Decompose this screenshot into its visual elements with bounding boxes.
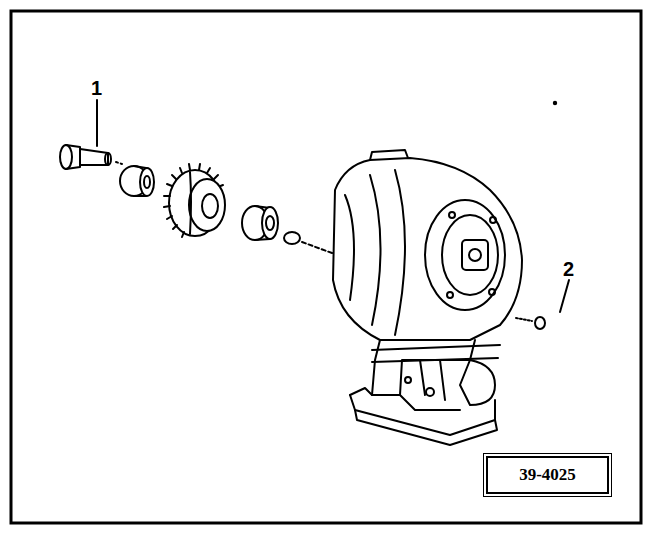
bearing [120, 166, 154, 196]
drawing-number-box: 39-4025 [486, 456, 609, 494]
nut [516, 317, 545, 329]
shaft-pin [60, 145, 122, 169]
bearing [242, 206, 278, 240]
housing [333, 150, 522, 445]
frame [11, 11, 641, 523]
leader-line [560, 280, 569, 312]
drawing-number: 39-4025 [519, 465, 576, 485]
o-ring [284, 232, 300, 244]
callout-number: 1 [91, 78, 102, 98]
callout-number: 2 [563, 259, 574, 279]
speck [554, 102, 556, 104]
leader-line [96, 100, 98, 146]
gear [164, 164, 225, 237]
